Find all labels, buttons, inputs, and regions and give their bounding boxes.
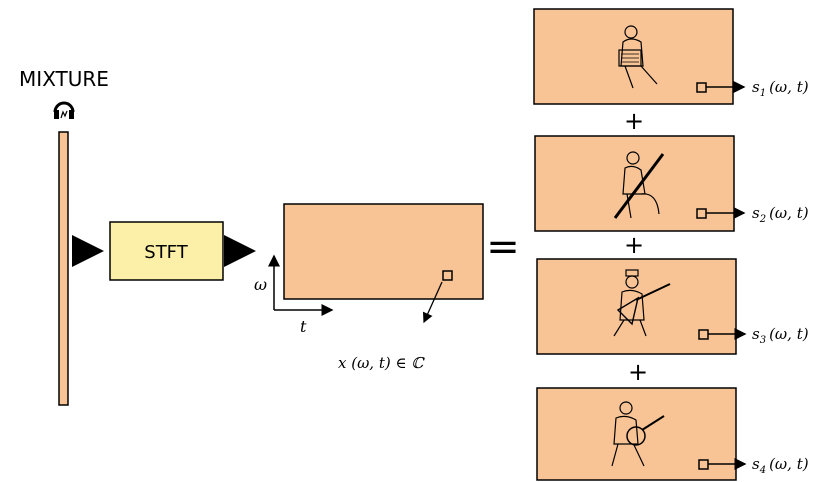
stft-box bbox=[109, 221, 224, 281]
stft-label: STFT bbox=[144, 242, 188, 263]
omega-axis-label: ω bbox=[254, 275, 267, 294]
bassoon-player-icon bbox=[613, 151, 665, 219]
source-spectrogram-4 bbox=[536, 387, 737, 481]
plus-sign-3: + bbox=[628, 358, 648, 386]
source-3: s3(ω, t) bbox=[536, 258, 809, 355]
bin-pointer-arrow bbox=[422, 281, 443, 324]
source-spectrogram-1 bbox=[533, 8, 734, 105]
headphones-icon bbox=[53, 101, 75, 119]
source-label-4: s4(ω, t) bbox=[752, 455, 809, 476]
source-label-2: s2(ω, t) bbox=[752, 204, 809, 225]
equals-sign: = bbox=[486, 224, 520, 270]
mixture-formula: x (ω, t) ∈ ℂ bbox=[338, 354, 425, 372]
mixture-bar bbox=[58, 131, 69, 406]
accordion-player-icon bbox=[618, 25, 658, 89]
t-axis-label: t bbox=[300, 317, 307, 336]
plus-sign-1: + bbox=[624, 107, 644, 135]
balalaika-player-icon bbox=[613, 269, 671, 337]
mixture-label: MIXTURE bbox=[19, 67, 109, 91]
tf-bin bbox=[442, 270, 453, 281]
mixture-spectrogram bbox=[283, 203, 484, 300]
source-spectrogram-2 bbox=[534, 135, 735, 232]
source-2: s2(ω, t) bbox=[534, 135, 809, 232]
source-4: s4(ω, t) bbox=[536, 387, 809, 481]
source-1: s1(ω, t) bbox=[533, 8, 809, 105]
banjo-player-icon bbox=[611, 401, 665, 467]
plus-sign-2: + bbox=[624, 231, 644, 259]
source-label-1: s1(ω, t) bbox=[752, 78, 809, 99]
source-label-3: s3(ω, t) bbox=[752, 325, 809, 346]
